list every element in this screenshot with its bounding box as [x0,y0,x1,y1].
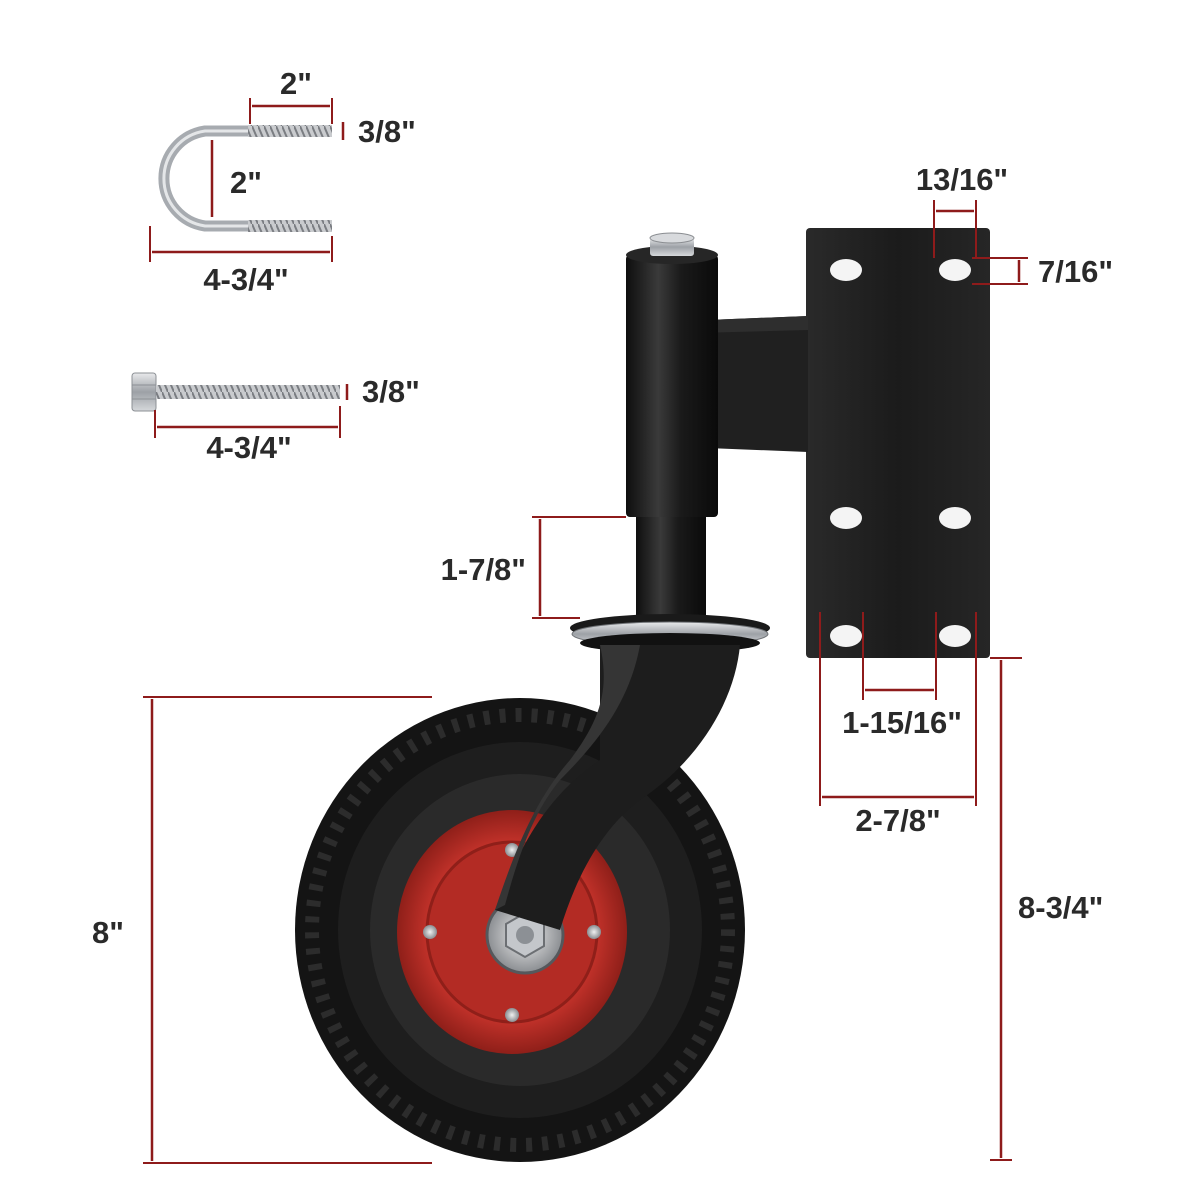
wheel-diameter-label: 8" [92,915,124,950]
stem-length-label: 1-7/8" [441,552,526,587]
hole-spacing-dimension: 1-15/16" [842,612,962,740]
plate-slot [939,507,971,529]
plate-width-dimension: 2-7/8" [819,612,977,838]
hex-bolt-dimensions: 3/8" 4-3/4" [154,374,420,465]
plate-slot-height-label: 7/16" [1038,254,1113,289]
wheel-diameter-dimension: 8" [92,696,432,1164]
u-bolt-icon [158,125,332,232]
plate-slot [830,507,862,529]
plate-slot [830,625,862,647]
plate-slot [830,259,862,281]
hex-bolt-length-label: 4-3/4" [206,430,291,465]
u-bolt-thread-length-label: 2" [280,66,312,101]
plate-slot [939,259,971,281]
u-bolt-dimensions: 2" 3/8" 2" 4-3/4" [149,66,416,297]
plate-slot-height-dimension: 7/16" [972,254,1113,289]
plate-slot-width-dimension: 13/16" [916,162,1008,258]
pivot-tube [626,232,718,517]
total-height-dimension: 8-3/4" [990,657,1103,1161]
hole-spacing-label: 1-15/16" [842,705,962,740]
swivel-fork [495,645,740,930]
u-bolt-length-label: 4-3/4" [203,262,288,297]
u-bolt-inner-width-label: 2" [230,165,262,200]
u-bolt-diameter-label: 3/8" [358,114,416,149]
hex-bolt-icon [131,372,340,412]
hex-bolt-diameter-label: 3/8" [362,374,420,409]
stem-length-dimension: 1-7/8" [441,516,626,619]
total-height-label: 8-3/4" [1018,890,1103,925]
plate-width-label: 2-7/8" [855,803,940,838]
mount-plate-icon [806,228,990,658]
plate-slot [939,625,971,647]
caster-stem [636,517,706,627]
plate-slot-width-label: 13/16" [916,162,1008,197]
